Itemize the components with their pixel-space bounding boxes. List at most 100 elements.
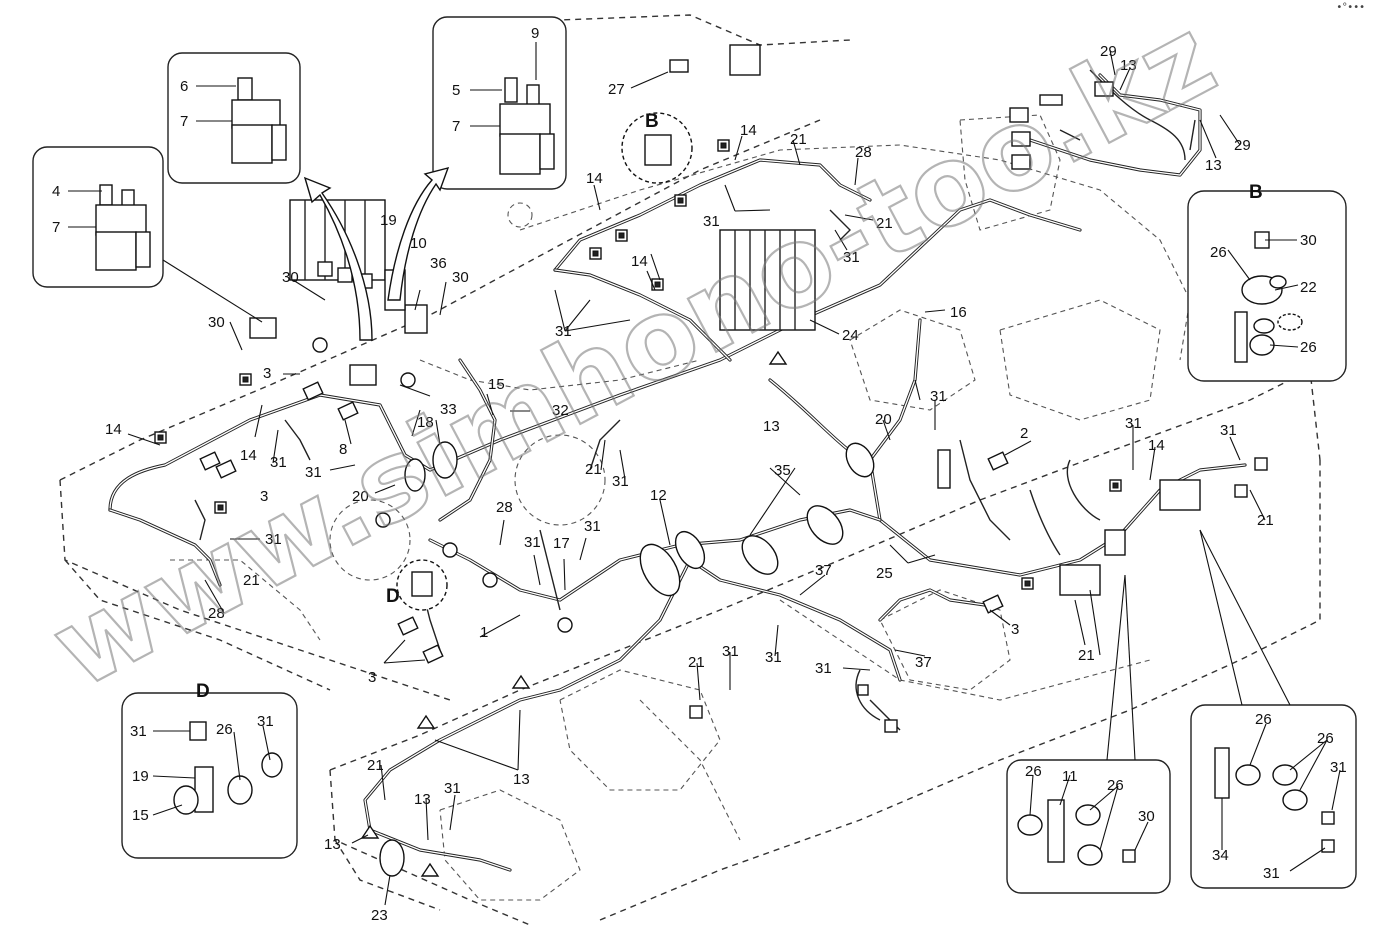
callout-14: 14 xyxy=(586,170,603,187)
callout-26: 26 xyxy=(1025,763,1042,780)
callout-37: 37 xyxy=(915,654,932,671)
inset-detail-d: D xyxy=(121,681,298,859)
callout-20: 20 xyxy=(352,488,369,505)
callout-33: 33 xyxy=(440,401,457,418)
callout-28: 28 xyxy=(855,144,872,161)
detail-b-marker: B xyxy=(645,111,659,132)
inset-relay-5-9-7 xyxy=(432,16,567,190)
callout-14: 14 xyxy=(631,253,648,270)
callout-14: 14 xyxy=(1148,437,1165,454)
callout-29: 29 xyxy=(1100,43,1117,60)
callout-13: 13 xyxy=(763,418,780,435)
grommets xyxy=(312,310,875,633)
callout-7: 7 xyxy=(180,113,188,130)
callout-4: 4 xyxy=(52,183,60,200)
corner-mark: •°••• xyxy=(1336,2,1365,13)
callout-14: 14 xyxy=(105,421,122,438)
callout-34: 34 xyxy=(1212,847,1229,864)
callout-26: 26 xyxy=(1317,730,1334,747)
callout-25: 25 xyxy=(876,565,893,582)
callout-31: 31 xyxy=(815,660,832,677)
callout-8: 8 xyxy=(339,441,347,458)
callout-21: 21 xyxy=(1257,512,1274,529)
callout-5: 5 xyxy=(452,82,460,99)
callout-31: 31 xyxy=(930,388,947,405)
callout-31: 31 xyxy=(703,213,720,230)
callout-2: 2 xyxy=(1020,425,1028,442)
inset-detail-11 xyxy=(1006,574,1171,894)
callout-31: 31 xyxy=(444,780,461,797)
callout-3: 3 xyxy=(368,669,376,686)
callout-31: 31 xyxy=(765,649,782,666)
callout-7: 7 xyxy=(52,219,60,236)
callout-31: 31 xyxy=(722,643,739,660)
callout-21: 21 xyxy=(243,572,260,589)
callout-21: 21 xyxy=(688,654,705,671)
inset-detail-34 xyxy=(1190,529,1357,889)
callout-31: 31 xyxy=(555,323,572,340)
callout-22: 22 xyxy=(1300,279,1317,296)
callout-26: 26 xyxy=(1300,339,1317,356)
square-markers xyxy=(154,139,1122,590)
callout-31: 31 xyxy=(612,473,629,490)
callout-31: 31 xyxy=(265,531,282,548)
callout-11: 11 xyxy=(1062,768,1078,785)
warning-triangles xyxy=(360,350,788,877)
callout-30: 30 xyxy=(1138,808,1155,825)
callout-31: 31 xyxy=(584,518,601,535)
callout-12: 12 xyxy=(650,487,667,504)
callout-19: 19 xyxy=(132,768,149,785)
callout-21: 21 xyxy=(790,131,807,148)
callout-28: 28 xyxy=(496,499,513,516)
callout-26: 26 xyxy=(1210,244,1227,261)
callout-13: 13 xyxy=(324,836,341,853)
inset-detail-b: B xyxy=(1187,182,1347,382)
callout-30: 30 xyxy=(452,269,469,286)
callout-31: 31 xyxy=(130,723,147,740)
callout-21: 21 xyxy=(585,461,602,478)
arrows xyxy=(303,166,450,341)
callout-13: 13 xyxy=(1205,157,1222,174)
callout-14: 14 xyxy=(740,122,757,139)
callout-7: 7 xyxy=(452,118,460,135)
callout-31: 31 xyxy=(305,464,322,481)
connectors xyxy=(199,44,1268,877)
callout-31: 31 xyxy=(257,713,274,730)
callout-26: 26 xyxy=(216,721,233,738)
callout-31: 31 xyxy=(1263,865,1280,882)
callout-31: 31 xyxy=(524,534,541,551)
callout-3: 3 xyxy=(260,488,268,505)
callout-23: 23 xyxy=(371,907,388,924)
callout-26: 26 xyxy=(1255,711,1272,728)
callout-32: 32 xyxy=(552,402,569,419)
callout-30: 30 xyxy=(208,314,225,331)
branch-wires xyxy=(194,69,1196,731)
detail-circle-d: D xyxy=(386,559,448,611)
callout-16: 16 xyxy=(950,304,967,321)
callout-15: 15 xyxy=(488,376,505,393)
callout-31: 31 xyxy=(1220,422,1237,439)
callout-24: 24 xyxy=(842,327,859,344)
inset-relay-4-7 xyxy=(32,146,263,323)
callout-numbers: 6 7 4 7 5 7 9 19 10 36 30 30 30 3 14 14 … xyxy=(52,25,1347,924)
callout-36: 36 xyxy=(430,255,447,272)
callout-30: 30 xyxy=(1300,232,1317,249)
callout-14: 14 xyxy=(240,447,257,464)
inset-d-title: D xyxy=(196,681,210,702)
callout-31: 31 xyxy=(843,249,860,266)
callout-31: 31 xyxy=(270,454,287,471)
inset-b-title: B xyxy=(1249,182,1263,203)
callout-29: 29 xyxy=(1234,137,1251,154)
callout-20: 20 xyxy=(875,411,892,428)
callout-18: 18 xyxy=(417,414,434,431)
detail-d-marker: D xyxy=(386,586,400,607)
callout-35: 35 xyxy=(774,462,791,479)
callout-13: 13 xyxy=(414,791,431,808)
callout-26: 26 xyxy=(1107,777,1124,794)
callout-27: 27 xyxy=(608,81,625,98)
callout-17: 17 xyxy=(553,535,570,552)
callout-28: 28 xyxy=(208,605,225,622)
callout-31: 31 xyxy=(1330,759,1347,776)
callout-21: 21 xyxy=(1078,647,1095,664)
